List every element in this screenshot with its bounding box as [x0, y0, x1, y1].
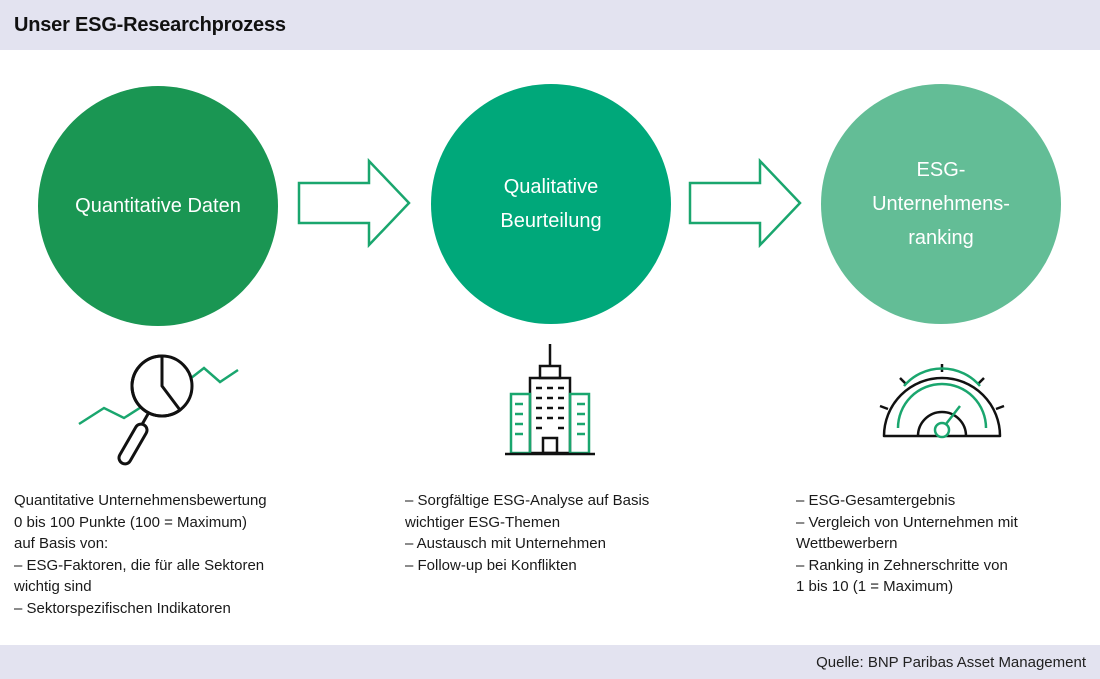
bullet-line: 1 bis 10 (1 = Maximum)	[796, 578, 954, 595]
arrow-right-icon	[688, 158, 802, 248]
building-icon	[505, 344, 595, 456]
arrow-right-icon	[297, 158, 411, 248]
step-description-quantitative: Quantitative Unternehmensbewertung 0 bis…	[14, 490, 344, 619]
bullet-item: – ESG-Faktoren, die für alle Sektoren wi…	[14, 555, 344, 598]
gauge-icon	[879, 364, 1005, 439]
footer-bar: Quelle: BNP Paribas Asset Management	[0, 645, 1100, 679]
step-circle-qualitative: Qualitative Beurteilung	[431, 84, 671, 324]
circle-label-line: Unternehmens-	[872, 193, 1010, 215]
bullet-line: – Austausch mit Unternehmen	[405, 535, 606, 552]
circle-label-line: Quantitative Daten	[75, 195, 241, 217]
bullet-item: – Sektorspezifischen Indikatoren	[14, 598, 344, 620]
bullet-line: – Follow-up bei Konflikten	[405, 556, 577, 574]
bullet-line: wichtiger ESG-Themen	[405, 513, 561, 531]
source-note: Quelle: BNP Paribas Asset Management	[816, 654, 1086, 671]
bullet-item: – ESG-Gesamtergebnis	[796, 490, 1096, 512]
circle-label-line: ranking	[908, 227, 974, 249]
bullet-item: – Ranking in Zehnerschritte von 1 bis 10…	[796, 555, 1096, 598]
bullet-item: – Follow-up bei Konflikten	[405, 555, 735, 577]
step-circle-ranking: ESG- Unternehmens- ranking	[821, 84, 1061, 324]
bullet-line: – Sektorspezifischen Indikatoren	[14, 599, 231, 617]
bullet-line: – Sorgfältige ESG-Analyse auf Basis	[405, 492, 650, 509]
step-description-ranking: – ESG-Gesamtergebnis – Vergleich von Unt…	[796, 490, 1096, 598]
description-line: 0 bis 100 Punkte (100 = Maximum)	[14, 513, 248, 531]
bullet-line: – ESG-Faktoren, die für alle Sektoren	[14, 556, 265, 574]
bullet-line: – Vergleich von Unternehmen mit	[796, 513, 1018, 531]
bullet-line: – Ranking in Zehnerschritte von	[796, 556, 1008, 574]
step-circle-quantitative: Quantitative Daten	[38, 86, 278, 326]
step-description-qualitative: – Sorgfältige ESG-Analyse auf Basis wich…	[405, 490, 735, 576]
description-line: Quantitative Unternehmensbewertung	[14, 492, 267, 509]
circle-label-line: Qualitative	[503, 176, 599, 198]
circle-label-line: ESG-	[916, 159, 966, 181]
bullet-item: – Austausch mit Unternehmen	[405, 533, 735, 555]
bullet-item: – Sorgfältige ESG-Analyse auf Basis wich…	[405, 490, 735, 533]
header-bar: Unser ESG-Researchprozess	[0, 0, 1100, 50]
page-title: Unser ESG-Researchprozess	[14, 14, 286, 36]
bullet-line: Wettbewerbern	[796, 535, 898, 552]
bullet-line: – ESG-Gesamtergebnis	[796, 492, 956, 509]
bullet-item: – Vergleich von Unternehmen mit Wettbewe…	[796, 512, 1096, 555]
circle-label-line: Beurteilung	[500, 210, 602, 232]
magnifier-chart-icon	[78, 354, 239, 466]
bullet-line: wichtig sind	[14, 578, 92, 595]
description-line: auf Basis von:	[14, 535, 109, 552]
